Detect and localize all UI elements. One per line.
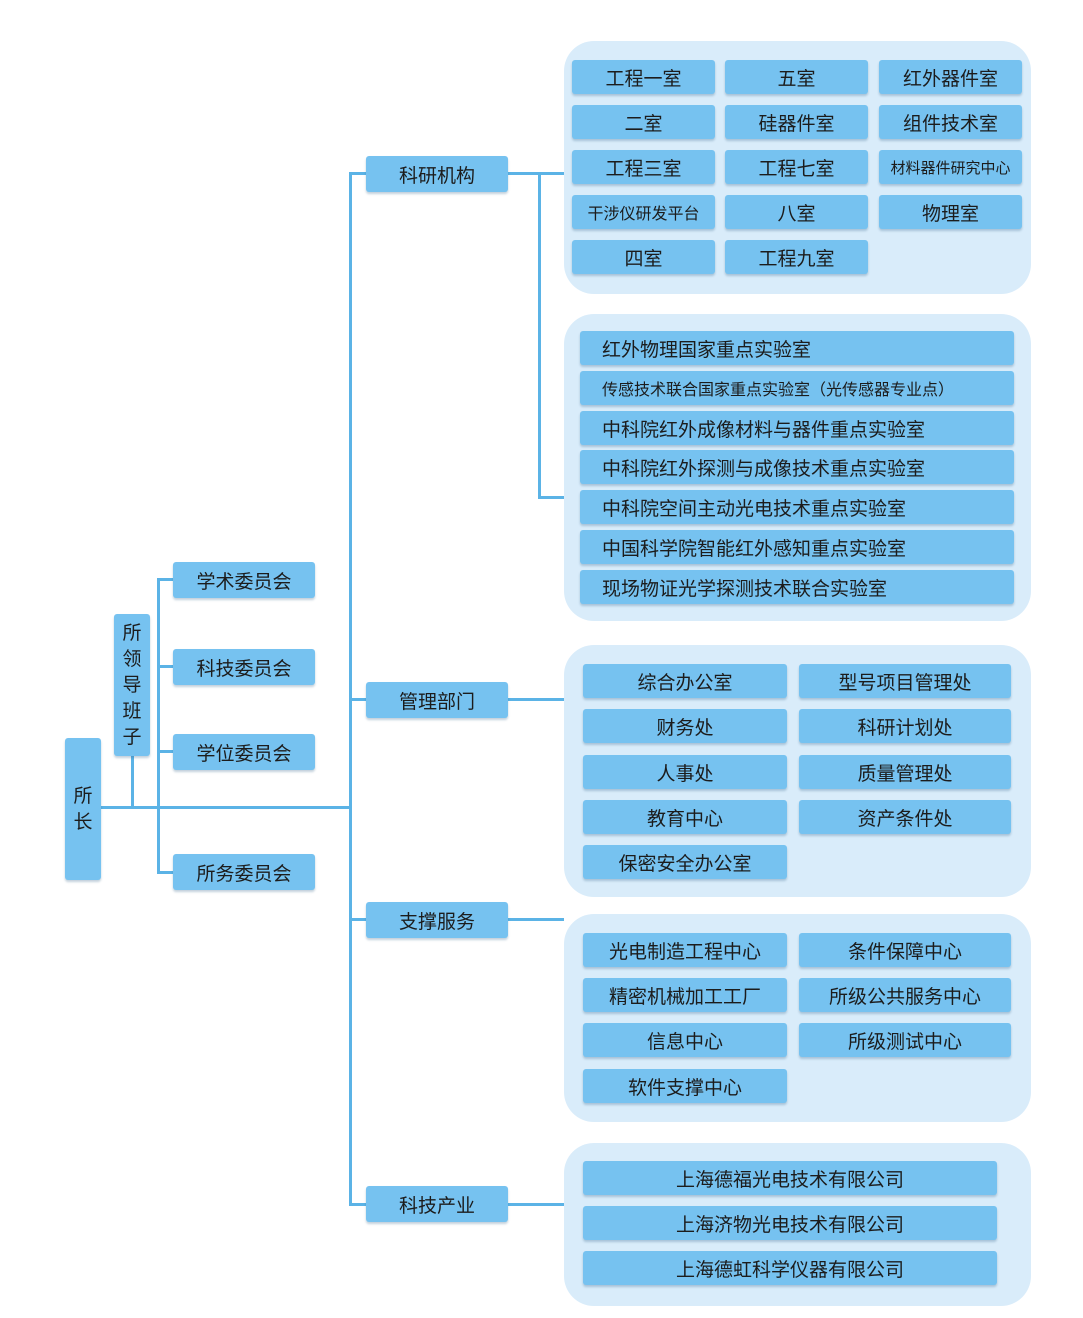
research-room: 材料器件研究中心 — [879, 150, 1022, 184]
management-unit: 综合办公室 — [583, 664, 787, 698]
management-unit: 型号项目管理处 — [799, 664, 1011, 698]
category-management: 管理部门 — [366, 682, 508, 718]
company-item: 上海德虹科学仪器有限公司 — [583, 1251, 997, 1285]
management-unit: 保密安全办公室 — [583, 845, 787, 879]
support-unit: 信息中心 — [583, 1023, 787, 1057]
leadership-box: 所领导班子 — [114, 614, 150, 756]
connector-leadership-down — [131, 756, 134, 808]
connector-category-management — [349, 698, 367, 701]
support-unit: 所级测试中心 — [799, 1023, 1011, 1057]
committee-affairs: 所务委员会 — [173, 854, 315, 890]
management-unit: 财务处 — [583, 709, 787, 743]
connector-research-branch — [538, 172, 541, 499]
leadership-label: 所领导班子 — [122, 622, 142, 748]
company-item: 上海德福光电技术有限公司 — [583, 1161, 997, 1195]
management-unit: 资产条件处 — [799, 800, 1011, 834]
research-room: 工程七室 — [725, 150, 868, 184]
management-unit: 科研计划处 — [799, 709, 1011, 743]
lab-item: 中国科学院智能红外感知重点实验室 — [580, 530, 1014, 564]
research-room: 二室 — [572, 105, 715, 139]
research-room: 工程一室 — [572, 60, 715, 94]
support-unit: 光电制造工程中心 — [583, 933, 787, 967]
connector-management-out — [508, 698, 564, 701]
support-unit: 精密机械加工工厂 — [583, 978, 787, 1012]
lab-item: 传感技术联合国家重点实验室（光传感器专业点） — [580, 371, 1014, 405]
category-industry: 科技产业 — [366, 1186, 508, 1222]
connector-category-support — [349, 918, 367, 921]
research-room: 八室 — [725, 195, 868, 229]
category-support: 支撑服务 — [366, 902, 508, 938]
lab-item: 中科院红外探测与成像技术重点实验室 — [580, 450, 1014, 484]
connector-committee-spine — [157, 578, 160, 873]
lab-item: 现场物证光学探测技术联合实验室 — [580, 570, 1014, 604]
director-label: 所长 — [73, 785, 93, 833]
connector-research-labs — [538, 496, 564, 499]
support-unit: 条件保障中心 — [799, 933, 1011, 967]
support-unit: 软件支撑中心 — [583, 1069, 787, 1103]
connector-committee-2 — [157, 665, 173, 668]
category-research: 科研机构 — [366, 156, 508, 192]
committee-academic: 学术委员会 — [173, 562, 315, 598]
connector-committee-4 — [157, 871, 173, 874]
management-unit: 教育中心 — [583, 800, 787, 834]
connector-industry-out — [508, 1203, 564, 1206]
research-room: 四室 — [572, 240, 715, 274]
connector-main-spine — [349, 172, 352, 1205]
connector-support-out — [508, 918, 564, 921]
committee-degree: 学位委员会 — [173, 734, 315, 770]
research-room: 工程九室 — [725, 240, 868, 274]
committee-tech: 科技委员会 — [173, 649, 315, 685]
lab-item: 中科院红外成像材料与器件重点实验室 — [580, 411, 1014, 445]
management-unit: 人事处 — [583, 755, 787, 789]
support-unit: 所级公共服务中心 — [799, 978, 1011, 1012]
connector-committee-1 — [157, 578, 173, 581]
research-room: 组件技术室 — [879, 105, 1022, 139]
director-box: 所长 — [65, 738, 101, 880]
connector-category-industry — [349, 1203, 367, 1206]
connector-director-trunk — [100, 806, 352, 809]
lab-item: 红外物理国家重点实验室 — [580, 331, 1014, 365]
lab-item: 中科院空间主动光电技术重点实验室 — [580, 490, 1014, 524]
research-room: 红外器件室 — [879, 60, 1022, 94]
research-room: 工程三室 — [572, 150, 715, 184]
connector-research-out — [508, 172, 564, 175]
research-room: 硅器件室 — [725, 105, 868, 139]
connector-category-research — [349, 172, 367, 175]
research-room: 五室 — [725, 60, 868, 94]
connector-committee-3 — [157, 750, 173, 753]
management-unit: 质量管理处 — [799, 755, 1011, 789]
research-room: 物理室 — [879, 195, 1022, 229]
research-room: 干涉仪研发平台 — [572, 195, 715, 229]
company-item: 上海济物光电技术有限公司 — [583, 1206, 997, 1240]
